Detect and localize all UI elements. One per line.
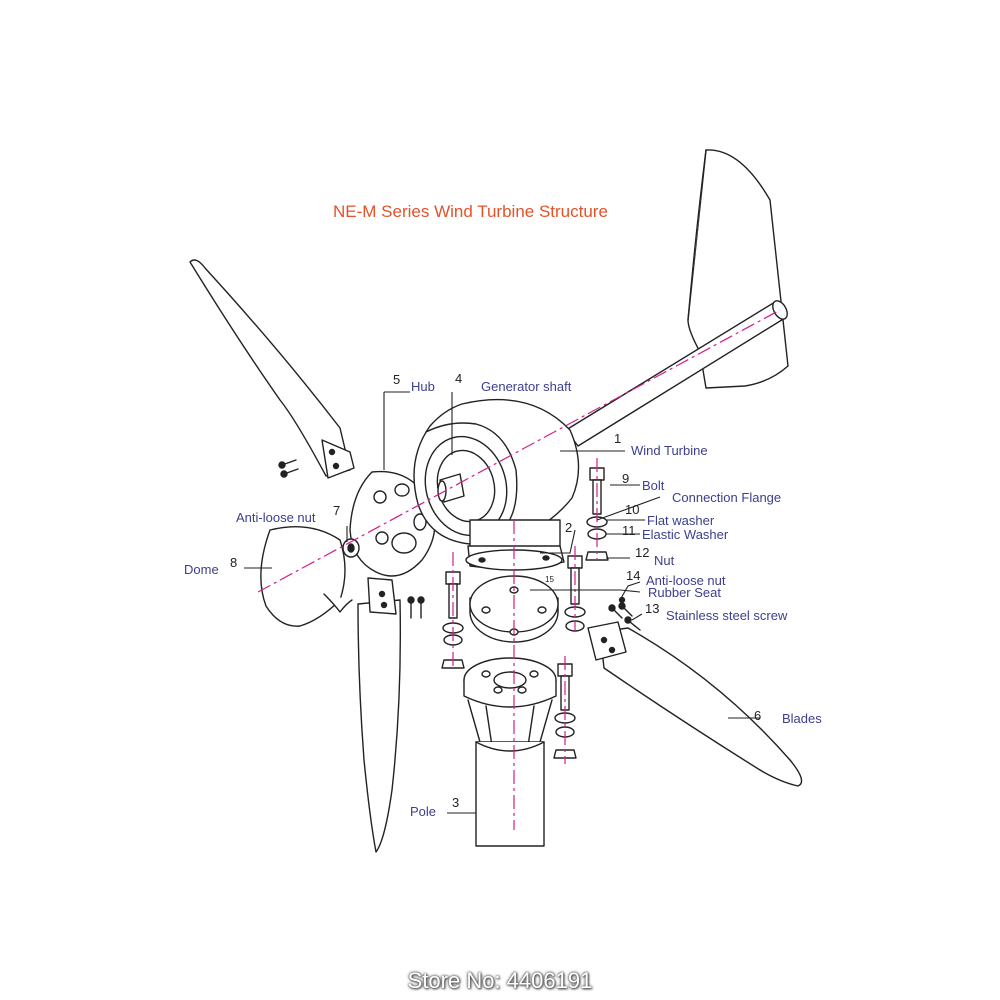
- part-number-14: 14: [626, 568, 641, 583]
- hub: [349, 470, 436, 577]
- bolt-left: [441, 571, 465, 669]
- part-number-11: 11: [622, 523, 636, 538]
- bolt-upper: [585, 467, 609, 561]
- part-number-13: 13: [645, 601, 660, 616]
- bolt-lower: [553, 663, 577, 759]
- label-blades: Blades: [782, 711, 822, 726]
- part-number-2: 2: [565, 520, 573, 535]
- dome: [260, 525, 353, 627]
- blade-screws-bottom: [407, 596, 425, 619]
- blade-right: [587, 621, 803, 787]
- leader-lines: [244, 391, 760, 814]
- label-flat-washer: Flat washer: [647, 513, 715, 528]
- label-wind-turbine: Wind Turbine: [631, 443, 708, 458]
- store-watermark: Store No: 4406191: [407, 968, 593, 993]
- blade-upper-left: [189, 259, 355, 479]
- pole: [475, 741, 545, 847]
- bolt-middle: [564, 555, 586, 632]
- part-number-4: 4: [455, 371, 463, 386]
- label-stainless-steel-screw: Stainless steel screw: [666, 608, 788, 623]
- yaw-mount: [465, 519, 565, 571]
- blade-bottom: [357, 577, 402, 853]
- part-number-12: 12: [635, 545, 650, 560]
- assembly-axis-lines: [257, 309, 781, 830]
- part-number-15: 15: [545, 575, 554, 584]
- label-connection-flange: Connection Flange: [672, 490, 782, 505]
- blade-screws-left: [278, 459, 299, 478]
- label-elastic-washer: Elastic Washer: [642, 527, 729, 542]
- part-number-3: 3: [452, 795, 460, 810]
- diagram-title: NE-M Series Wind Turbine Structure: [333, 202, 608, 221]
- label-rubber-seat: Rubber Seat: [648, 585, 721, 600]
- label-anti-loose-nut-front: Anti-loose nut: [236, 510, 316, 525]
- part-number-9: 9: [622, 471, 630, 486]
- part-number-6: 6: [754, 708, 762, 723]
- label-anti-loose-nut: Anti-loose nut: [646, 573, 726, 588]
- part-number-5: 5: [393, 372, 401, 387]
- label-pole: Pole: [410, 804, 437, 819]
- label-generator-shaft: Generator shaft: [481, 379, 572, 394]
- part-number-7: 7: [333, 503, 341, 518]
- label-nut: Nut: [654, 553, 675, 568]
- part-number-8: 8: [230, 555, 238, 570]
- stainless-steel-screws: [608, 596, 641, 631]
- label-hub: Hub: [411, 379, 435, 394]
- pole-top-flange: [463, 657, 557, 747]
- label-dome: Dome: [184, 562, 219, 577]
- part-number-10: 10: [625, 502, 640, 517]
- label-bolt: Bolt: [642, 478, 665, 493]
- part-number-1: 1: [614, 431, 622, 446]
